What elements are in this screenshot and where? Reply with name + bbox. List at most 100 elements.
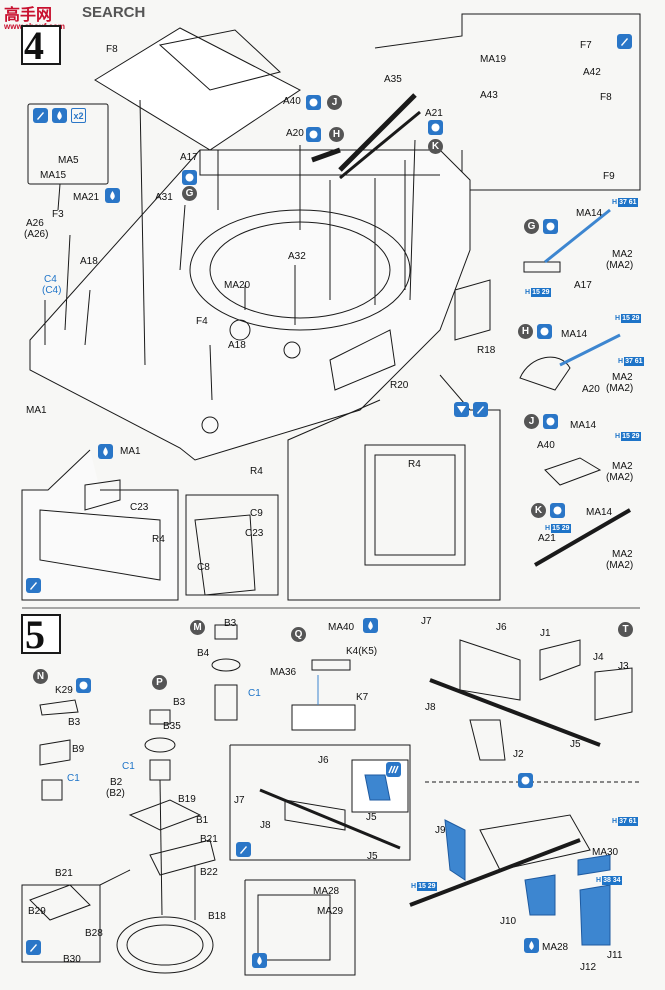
part-label: MA14 bbox=[576, 208, 603, 219]
cement-icon bbox=[518, 773, 533, 788]
part-label: A20 bbox=[582, 384, 600, 395]
subassembly-P-badge: P bbox=[152, 675, 167, 690]
part-label: J7 bbox=[421, 616, 432, 627]
part-label: R20 bbox=[390, 380, 409, 391]
cement-icon bbox=[182, 170, 197, 185]
part-label: B3 bbox=[68, 717, 81, 728]
paint-icon bbox=[454, 402, 469, 417]
part-label: B19 bbox=[178, 794, 196, 805]
part-label: (MA2) bbox=[606, 260, 634, 271]
part-label: MA2 bbox=[612, 549, 633, 560]
part-label: C23 bbox=[245, 528, 264, 539]
part-label: J4 bbox=[593, 652, 604, 663]
part-label: B35 bbox=[163, 721, 181, 732]
part-label: MA28 bbox=[313, 886, 340, 897]
part-label: F7 bbox=[580, 40, 592, 51]
part-label: J10 bbox=[500, 916, 517, 927]
part-label: B29 bbox=[28, 906, 46, 917]
part-label: B4 bbox=[197, 648, 210, 659]
part-label: J8 bbox=[425, 702, 436, 713]
part-label: J1 bbox=[540, 628, 551, 639]
part-label: J12 bbox=[580, 962, 597, 973]
part-label: MA14 bbox=[570, 420, 597, 431]
part-label: (MA2) bbox=[606, 560, 634, 571]
part-label: C8 bbox=[197, 562, 210, 573]
brush-icon bbox=[26, 578, 41, 593]
part-label: A18 bbox=[80, 256, 98, 267]
part-label: F8 bbox=[600, 92, 612, 103]
drop-icon bbox=[524, 938, 539, 953]
part-label: MA1 bbox=[26, 405, 47, 416]
drop-icon bbox=[363, 618, 378, 633]
part-label: MA1 bbox=[120, 446, 141, 457]
part-label: J8 bbox=[260, 820, 271, 831]
part-label: J3 bbox=[618, 661, 629, 672]
cement-icon bbox=[537, 324, 552, 339]
part-label: MA14 bbox=[561, 329, 588, 340]
step5-box bbox=[21, 614, 61, 654]
subassembly-G-badge-detail: G bbox=[524, 219, 539, 234]
drop-icon bbox=[105, 188, 120, 203]
part-label: A35 bbox=[384, 74, 402, 85]
cement-icon bbox=[306, 127, 321, 142]
part-label: A42 bbox=[583, 67, 601, 78]
part-label: MA28 bbox=[542, 942, 569, 953]
cement-icon bbox=[543, 414, 558, 429]
brush-icon bbox=[33, 108, 48, 123]
subassembly-H-badge-detail: H bbox=[518, 324, 533, 339]
subassembly-N-badge: N bbox=[33, 669, 48, 684]
paint-icon bbox=[617, 34, 632, 49]
part-label: B2 bbox=[110, 777, 123, 788]
part-label: (MA2) bbox=[606, 383, 634, 394]
part-label: R18 bbox=[477, 345, 496, 356]
part-label: J9 bbox=[435, 825, 446, 836]
brush-icon bbox=[236, 842, 251, 857]
part-label: B9 bbox=[72, 744, 85, 755]
paint-icon bbox=[386, 762, 401, 777]
part-label: B3 bbox=[224, 618, 237, 629]
part-label: C1 bbox=[67, 773, 80, 784]
subassembly-J-badge-detail: J bbox=[524, 414, 539, 429]
part-label: A32 bbox=[288, 251, 306, 262]
part-label: MA15 bbox=[40, 170, 67, 181]
part-label: A43 bbox=[480, 90, 498, 101]
drop-icon bbox=[98, 444, 113, 459]
part-label: B30 bbox=[63, 954, 81, 965]
part-label: A17 bbox=[574, 280, 592, 291]
part-label: J2 bbox=[513, 749, 524, 760]
part-label: C4 bbox=[44, 274, 57, 285]
part-label: MA30 bbox=[592, 847, 619, 858]
part-label: MA21 bbox=[73, 192, 100, 203]
subassembly-Q-badge: Q bbox=[291, 627, 306, 642]
subassembly-G-badge: G bbox=[182, 186, 197, 201]
part-label: K4(K5) bbox=[346, 646, 378, 657]
subassembly-M-badge: M bbox=[190, 620, 205, 635]
part-label: A17 bbox=[180, 152, 198, 163]
part-label: MA20 bbox=[224, 280, 251, 291]
subassembly-H-badge: H bbox=[329, 127, 344, 142]
part-label: B28 bbox=[85, 928, 103, 939]
part-label: A21 bbox=[538, 533, 556, 544]
brush-icon bbox=[473, 402, 488, 417]
part-label: C9 bbox=[250, 508, 263, 519]
part-label: A18 bbox=[228, 340, 246, 351]
cement-icon bbox=[543, 219, 558, 234]
part-label: J6 bbox=[496, 622, 507, 633]
cement-icon bbox=[306, 95, 321, 110]
part-label: F3 bbox=[52, 209, 64, 220]
part-label: K7 bbox=[356, 692, 369, 703]
search-label[interactable]: SEARCH bbox=[82, 4, 146, 21]
part-label: MA19 bbox=[480, 54, 507, 65]
part-label: A40 bbox=[537, 440, 555, 451]
cement-icon bbox=[76, 678, 91, 693]
part-label: MA5 bbox=[58, 155, 79, 166]
part-label: B1 bbox=[196, 815, 209, 826]
part-label: A21 bbox=[425, 108, 443, 119]
